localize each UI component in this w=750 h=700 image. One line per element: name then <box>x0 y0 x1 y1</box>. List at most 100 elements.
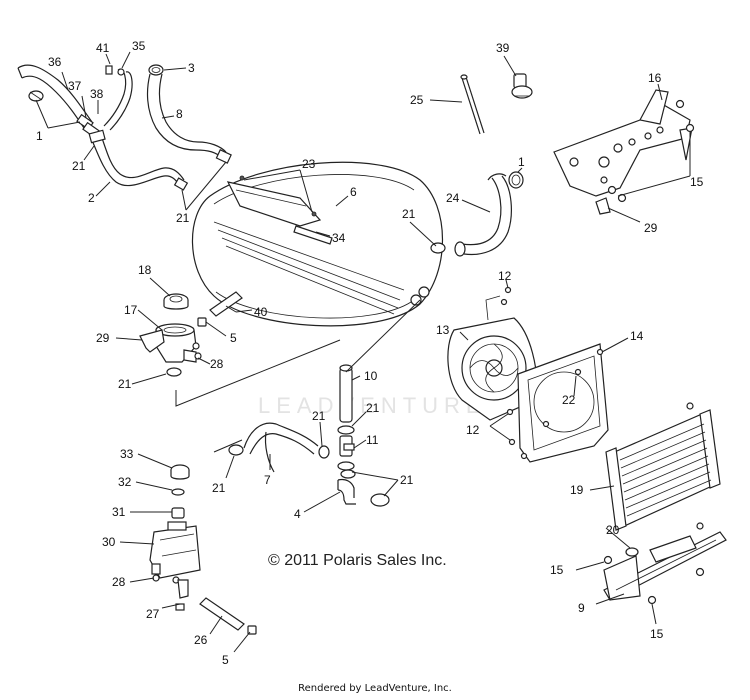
clamp-1-right <box>508 171 524 189</box>
callout-1-right: 1 <box>518 155 525 169</box>
callout-39: 39 <box>496 41 510 55</box>
part-5-plug-top <box>197 317 207 327</box>
callout-20: 20 <box>606 523 620 537</box>
callout-21-f: 21 <box>366 401 380 415</box>
watermark: LEADVENTURE <box>258 393 487 418</box>
callout-26: 26 <box>194 633 208 647</box>
part-8-hose <box>146 73 232 164</box>
callout-17: 17 <box>124 303 138 317</box>
callout-35: 35 <box>132 39 146 53</box>
part-12-bolts <box>504 286 516 446</box>
part-15-bolts-top <box>607 99 695 203</box>
callout-37: 37 <box>68 79 82 93</box>
part-28-bolts-left <box>192 342 202 360</box>
clamp-1-left <box>28 90 44 102</box>
part-29-clip-right <box>595 197 611 215</box>
clamp-21-b <box>430 242 446 254</box>
part-6-tank <box>191 161 443 327</box>
part-18-cap <box>163 293 189 310</box>
part-28-bolts-res <box>152 574 180 584</box>
callout-labels: 36 41 35 3 37 38 1 8 21 2 21 23 6 34 25 … <box>36 39 704 667</box>
callout-30: 30 <box>102 535 116 549</box>
callout-14: 14 <box>630 329 644 343</box>
callout-15-bottom: 15 <box>650 627 664 641</box>
copyright-notice: © 2011 Polaris Sales Inc. <box>268 552 447 569</box>
callout-15-left: 15 <box>550 563 564 577</box>
callout-12-bottom: 12 <box>466 423 480 437</box>
part-25-bolt <box>460 74 485 135</box>
part-35-hose <box>103 68 133 131</box>
part-19-radiator <box>605 402 721 531</box>
callout-11: 11 <box>366 433 379 447</box>
part-7-hose <box>228 422 319 473</box>
callout-29-right: 29 <box>644 221 658 235</box>
callout-7: 7 <box>264 473 271 487</box>
callout-19: 19 <box>570 483 584 497</box>
callout-36: 36 <box>48 55 62 69</box>
callout-12-top: 12 <box>498 269 512 283</box>
part-13-fan <box>447 295 538 421</box>
part-3-clamp <box>148 64 164 76</box>
callout-21-e: 21 <box>312 409 326 423</box>
leader-lines <box>35 51 691 653</box>
part-16-bracket <box>553 89 693 197</box>
callout-1-left: 1 <box>36 129 43 143</box>
callout-5-top: 5 <box>230 331 237 345</box>
callout-34: 34 <box>332 231 346 245</box>
callout-32: 32 <box>118 475 132 489</box>
callout-8: 8 <box>176 107 183 121</box>
clamp-21-d <box>318 425 355 471</box>
part-24-hose <box>454 173 512 257</box>
part-11-fitting <box>339 435 355 457</box>
part-39-sensor <box>511 73 533 99</box>
part-32-gasket <box>171 488 185 496</box>
callout-2: 2 <box>88 191 95 205</box>
callout-22: 22 <box>562 393 576 407</box>
callout-18: 18 <box>138 263 152 277</box>
callout-3: 3 <box>188 61 195 75</box>
callout-23: 23 <box>302 157 316 171</box>
callout-21-d: 21 <box>118 377 132 391</box>
callout-41: 41 <box>96 41 110 55</box>
part-20-grommet <box>625 547 639 557</box>
part-4-hose <box>337 469 390 507</box>
callout-28-top: 28 <box>210 357 224 371</box>
callout-33: 33 <box>120 447 134 461</box>
part-36-hose <box>17 64 93 129</box>
part-26-hose <box>199 597 245 631</box>
callout-24: 24 <box>446 191 460 205</box>
callout-31: 31 <box>112 505 126 519</box>
part-14-shroud <box>517 343 609 463</box>
part-17-filler-neck <box>155 323 197 363</box>
callout-5-bottom: 5 <box>222 653 229 667</box>
callout-15-top: 15 <box>690 175 704 189</box>
part-40-hose <box>209 291 243 317</box>
callout-10: 10 <box>364 369 378 383</box>
callout-9: 9 <box>578 601 585 615</box>
callout-4: 4 <box>294 507 301 521</box>
part-31-neck <box>171 507 185 519</box>
callout-21-b: 21 <box>176 211 190 225</box>
part-29-clip-left <box>139 329 165 353</box>
callout-6: 6 <box>350 185 357 199</box>
part-2-hose <box>88 129 189 191</box>
callout-13: 13 <box>436 323 450 337</box>
part-9-bracket <box>603 531 727 601</box>
callout-21-c: 21 <box>402 207 416 221</box>
callout-16: 16 <box>648 71 662 85</box>
callout-27: 27 <box>146 607 160 621</box>
rendered-by-footer: Rendered by LeadVenture, Inc. <box>298 683 452 694</box>
callout-38: 38 <box>90 87 104 101</box>
part-41-fitting <box>105 65 113 75</box>
callout-21-h: 21 <box>212 481 226 495</box>
part-15-bolts-bottom <box>603 555 705 605</box>
clamp-21-c <box>166 367 182 377</box>
callout-21-a: 21 <box>72 159 86 173</box>
callout-28-bottom: 28 <box>112 575 126 589</box>
callout-29-left: 29 <box>96 331 110 345</box>
callout-25: 25 <box>410 93 424 107</box>
part-30-reservoir <box>149 521 201 579</box>
part-10-hose <box>339 364 353 423</box>
